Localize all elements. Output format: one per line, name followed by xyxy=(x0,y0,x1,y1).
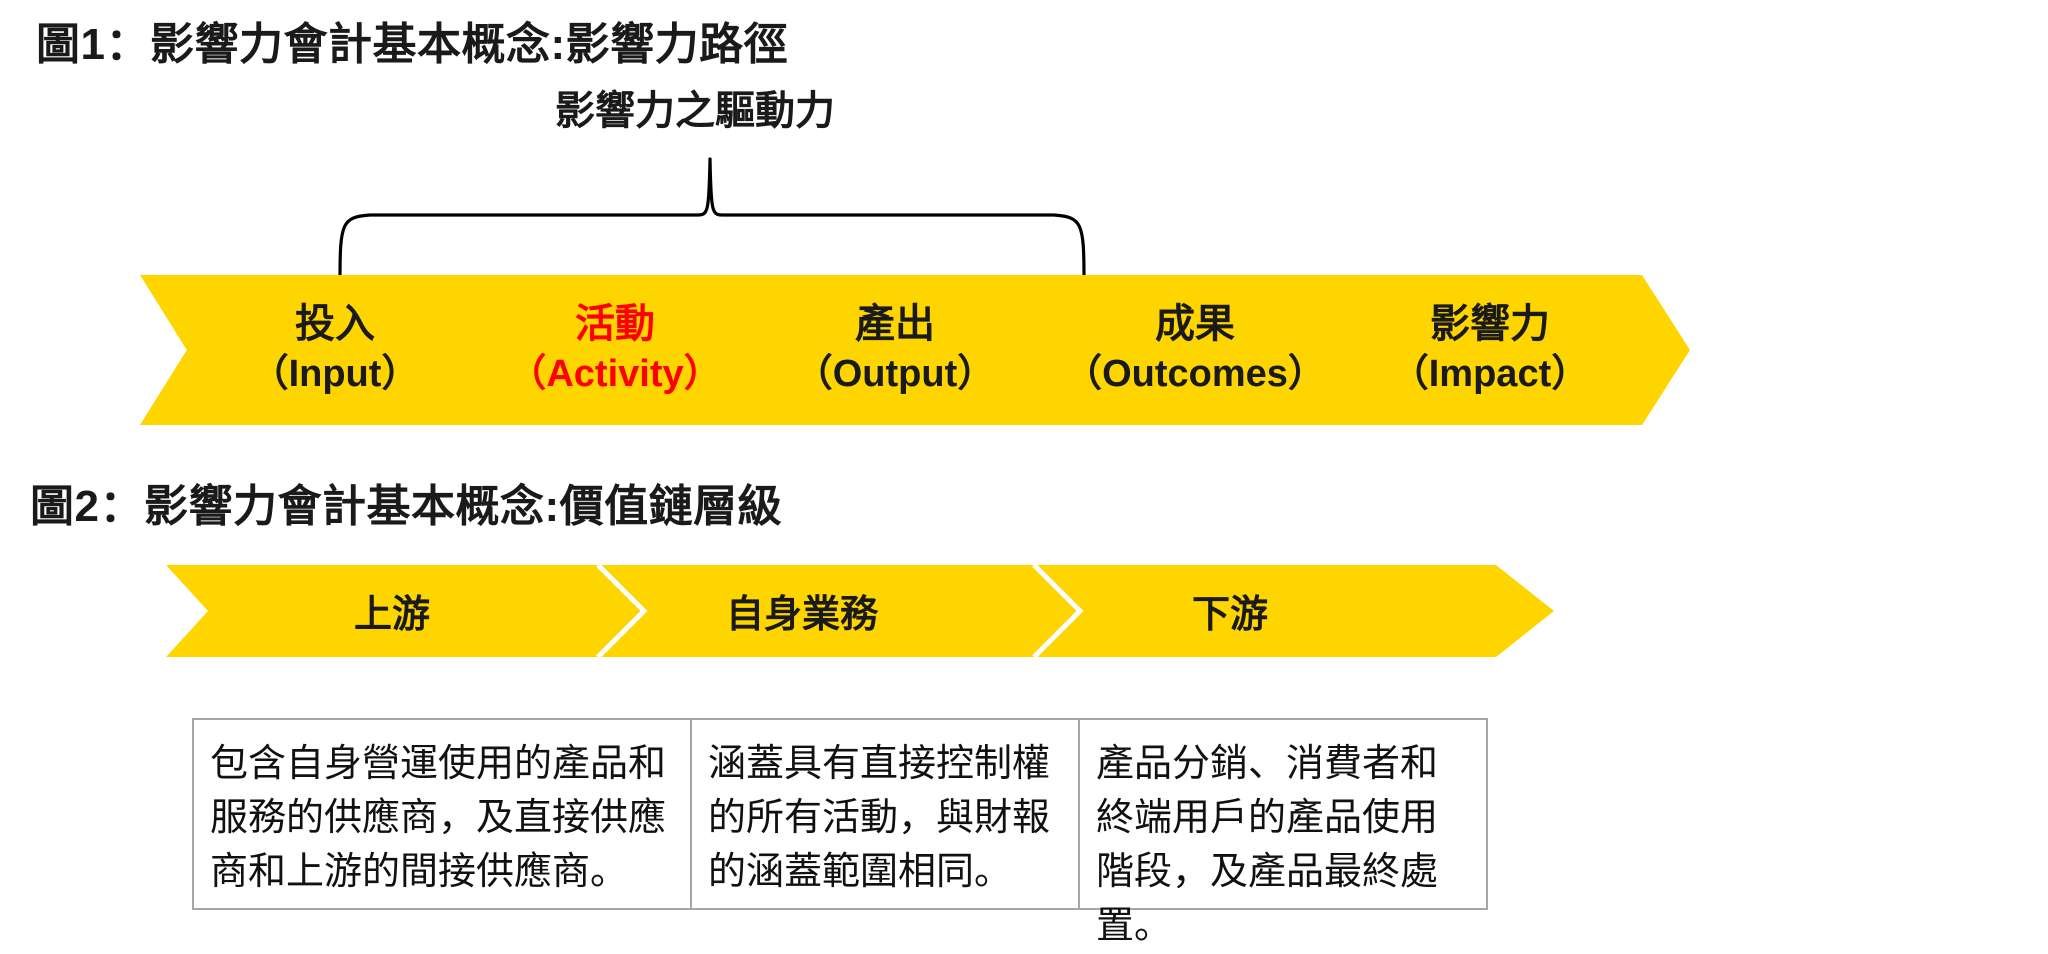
description-box-own-operations: 涵蓋具有直接控制權的所有活動，與財報的涵蓋範圍相同。 xyxy=(690,718,1080,910)
figure2-title: 圖2：影響力會計基本概念:價值鏈層級 xyxy=(30,482,783,531)
value-chain-divider-1 xyxy=(596,565,648,657)
figure1-title: 圖1：影響力會計基本概念:影響力路徑 xyxy=(36,20,789,69)
stage-label-en: （Activity） xyxy=(508,353,722,396)
stage-label-cn: 投入 xyxy=(295,302,375,347)
value-chain-arrow-row xyxy=(166,565,1554,657)
value-chain-label-upstream[interactable]: 上游 xyxy=(353,594,430,636)
description-box-upstream: 包含自身營運使用的產品和服務的供應商，及直接供應商和上游的間接供應商。 xyxy=(192,718,692,910)
value-chain-arrow-svg xyxy=(166,565,1554,657)
value-chain-description-row: 包含自身營運使用的產品和服務的供應商，及直接供應商和上游的間接供應商。 涵蓋具有… xyxy=(192,718,1488,947)
value-chain-label-own-operations[interactable]: 自身業務 xyxy=(725,594,878,636)
curly-brace-svg xyxy=(338,157,1086,280)
value-chain-label-downstream[interactable]: 下游 xyxy=(1191,594,1268,636)
description-box-downstream: 產品分銷、消費者和終端用戶的產品使用階段，及產品最終處置。 xyxy=(1078,718,1488,947)
stage-label-en: （Input） xyxy=(250,353,420,396)
stage-label-cn: 產出 xyxy=(855,302,935,347)
stage-label-cn: 成果 xyxy=(1155,302,1235,347)
impact-driver-label: 影響力之驅動力 xyxy=(555,89,835,133)
value-chain-banner[interactable] xyxy=(166,565,1554,657)
value-chain-divider-2 xyxy=(1032,565,1084,657)
impact-pathway-arrow-row: 投入 （Input） 活動 （Activity） 產出 （Output） 成果 … xyxy=(0,275,2048,425)
stage-label-en: （Impact） xyxy=(1390,353,1590,396)
curly-brace-icon xyxy=(330,155,1090,280)
stage-label-en: （Output） xyxy=(794,353,996,396)
stage-label-en: （Outcomes） xyxy=(1064,353,1326,396)
stage-arrow-impact[interactable]: 影響力 （Impact） xyxy=(1290,275,1690,425)
stage-label-cn: 影響力 xyxy=(1430,302,1550,347)
stage-label-cn: 活動 xyxy=(575,302,655,347)
